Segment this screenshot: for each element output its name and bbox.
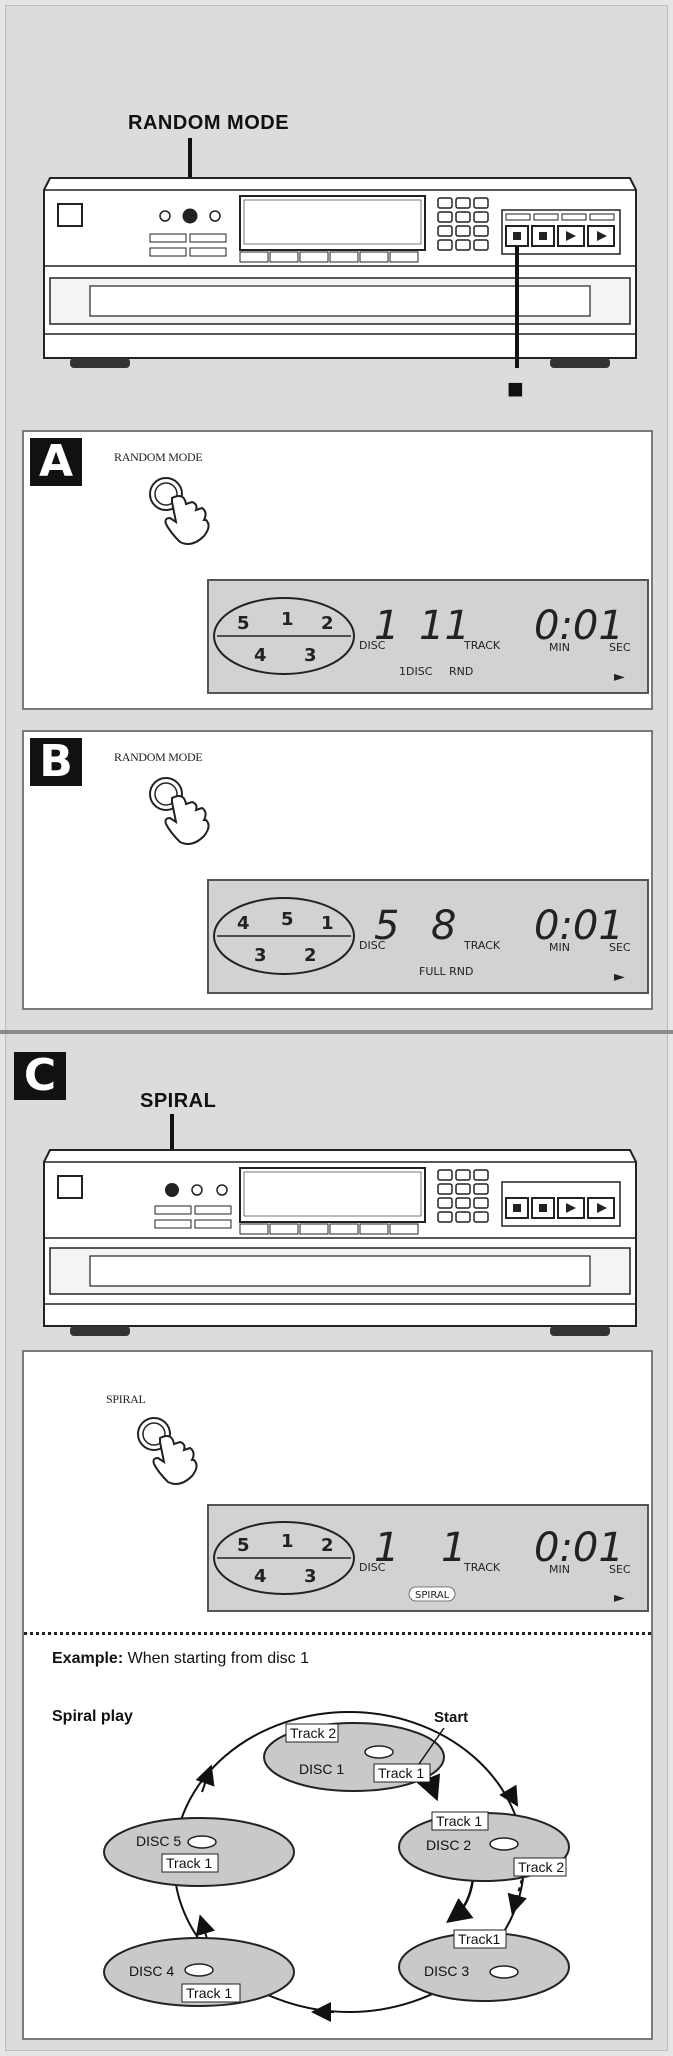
min-label: MIN bbox=[549, 641, 570, 654]
disc-slot-label: 3 bbox=[304, 1566, 317, 1587]
disc-number: 5 bbox=[374, 903, 399, 949]
time-readout: 0:01 bbox=[534, 903, 624, 949]
disc-slot-label: 4 bbox=[254, 1566, 267, 1587]
panel-a-badge: A bbox=[30, 438, 82, 486]
example-caption: Example: When starting from disc 1 bbox=[52, 1650, 309, 1668]
disc-1-track1: Track 1 bbox=[378, 1765, 424, 1781]
disc-2: DISC 2 Track 1 Track 2 bbox=[398, 1811, 570, 1882]
section-divider bbox=[0, 1030, 673, 1034]
disc-slot-label: 5 bbox=[237, 1535, 250, 1556]
mode-indicator: FULL RND bbox=[419, 965, 473, 978]
start-label: Start bbox=[434, 1709, 468, 1726]
random-mode-button[interactable] bbox=[182, 208, 198, 224]
cd-player-top bbox=[43, 138, 637, 368]
spiral-play-title: Spiral play bbox=[52, 1708, 133, 1725]
disc-label: DISC bbox=[359, 639, 386, 652]
disc-slot-label: 4 bbox=[237, 913, 250, 934]
panel-c-badge: C bbox=[14, 1052, 66, 1100]
disc-5: DISC 5 Track 1 bbox=[103, 1817, 295, 1887]
disc-2-track1: Track 1 bbox=[436, 1813, 482, 1829]
press-hand-icon bbox=[149, 777, 210, 845]
sec-label: SEC bbox=[609, 641, 631, 654]
mode-indicator: RND bbox=[449, 665, 473, 678]
disc-label: DISC bbox=[359, 1561, 386, 1574]
random-mode-label: RANDOM MODE bbox=[128, 112, 290, 134]
press-hand-icon bbox=[149, 477, 210, 545]
sec-label: SEC bbox=[609, 941, 631, 954]
disc-slot-label: 5 bbox=[237, 613, 250, 634]
example-text: When starting from disc 1 bbox=[123, 1650, 309, 1667]
power-button[interactable] bbox=[57, 203, 83, 227]
path-arrow bbox=[195, 1764, 215, 1793]
disc-4: DISC 4 Track 1 bbox=[103, 1937, 295, 2007]
min-label: MIN bbox=[549, 941, 570, 954]
spiral-play-diagram: DISC 1 Track 2 Track 1 Start DISC 2 Trac… bbox=[103, 1709, 570, 2022]
path-arrow bbox=[507, 1871, 527, 1915]
disc-slot-label: 3 bbox=[254, 945, 267, 966]
play-indicator-icon: ► bbox=[614, 669, 625, 685]
disc-3-track1: Track1 bbox=[458, 1931, 500, 1947]
example-prefix: Example: bbox=[52, 1650, 124, 1667]
min-label: MIN bbox=[549, 1563, 570, 1576]
lcd-display-a: 5 1 2 4 3 1 DISC 11 TRACK 0:01 MIN SEC 1… bbox=[207, 579, 649, 694]
disc-5-track1: Track 1 bbox=[166, 1855, 212, 1871]
sec-label: SEC bbox=[609, 1563, 631, 1576]
disc-slot-label: 2 bbox=[304, 945, 317, 966]
track-number: 8 bbox=[431, 903, 456, 949]
press-hand-icon bbox=[137, 1417, 198, 1485]
play-indicator-icon: ► bbox=[614, 1590, 625, 1606]
disc-4-track1: Track 1 bbox=[186, 1985, 232, 2001]
disc-slot-label: 1 bbox=[281, 1531, 294, 1552]
track-label: TRACK bbox=[463, 939, 501, 952]
track-label: TRACK bbox=[463, 1561, 501, 1574]
disc-3: DISC 3 Track1 bbox=[398, 1929, 570, 2002]
track-label: TRACK bbox=[463, 639, 501, 652]
panel-a: A RANDOM MODE 5 1 2 4 3 1 DISC 11 TRACK … bbox=[22, 430, 653, 710]
play-indicator-icon: ► bbox=[614, 969, 625, 985]
disc-2-label: DISC 2 bbox=[426, 1837, 471, 1853]
disc-3-label: DISC 3 bbox=[424, 1963, 469, 1979]
disc-slot-label: 5 bbox=[281, 909, 294, 930]
disc-label: DISC bbox=[359, 939, 386, 952]
disc-1-track2: Track 2 bbox=[290, 1725, 336, 1741]
disc-1: DISC 1 Track 2 Track 1 bbox=[263, 1722, 445, 1792]
start-pointer bbox=[418, 1727, 445, 1765]
spiral-small-label: SPIRAL bbox=[106, 1392, 146, 1406]
disc-5-label: DISC 5 bbox=[136, 1833, 181, 1849]
dotted-separator bbox=[24, 1632, 651, 1635]
mode-indicator: SPIRAL bbox=[415, 1590, 450, 1601]
panel-c: SPIRAL 5 1 2 4 3 1 DISC 1 TRACK 0:01 MIN… bbox=[22, 1350, 653, 2040]
panel-b: B RANDOM MODE 4 5 1 3 2 5 DISC 8 TRACK 0… bbox=[22, 730, 653, 1010]
random-mode-small-label: RANDOM MODE bbox=[114, 750, 203, 764]
spiral-button[interactable] bbox=[165, 1183, 179, 1197]
lcd-display-b: 4 5 1 3 2 5 DISC 8 TRACK 0:01 MIN SEC FU… bbox=[207, 879, 649, 994]
disc-slot-label: 4 bbox=[254, 645, 267, 666]
stop-symbol: ■ bbox=[507, 373, 525, 404]
disc-slot-label: 3 bbox=[304, 645, 317, 666]
disc-slot-label: 2 bbox=[321, 1535, 334, 1556]
lcd-display-c: 5 1 2 4 3 1 DISC 1 TRACK 0:01 MIN SEC SP… bbox=[207, 1504, 649, 1612]
disc-slot-label: 1 bbox=[281, 609, 294, 630]
path-arrow bbox=[499, 1784, 519, 1807]
disc-2-track2: Track 2 bbox=[518, 1859, 564, 1875]
disc-number: 1 bbox=[374, 603, 399, 649]
disc-number: 1 bbox=[374, 1525, 399, 1571]
random-mode-small-label: RANDOM MODE bbox=[114, 450, 203, 464]
time-readout: 0:01 bbox=[534, 603, 624, 649]
disc-slot-label: 1 bbox=[321, 913, 334, 934]
disc-4-label: DISC 4 bbox=[129, 1963, 174, 1979]
spiral-label: SPIRAL bbox=[140, 1090, 217, 1112]
track-number: 1 bbox=[441, 1525, 466, 1571]
time-readout: 0:01 bbox=[534, 1525, 624, 1571]
mode-indicator: 1DISC bbox=[399, 665, 433, 678]
cd-player-bottom bbox=[43, 1114, 637, 1336]
disc-1-label: DISC 1 bbox=[299, 1761, 344, 1777]
track-number: 11 bbox=[419, 603, 470, 649]
disc-slot-label: 2 bbox=[321, 613, 334, 634]
panel-b-badge: B bbox=[30, 738, 82, 786]
